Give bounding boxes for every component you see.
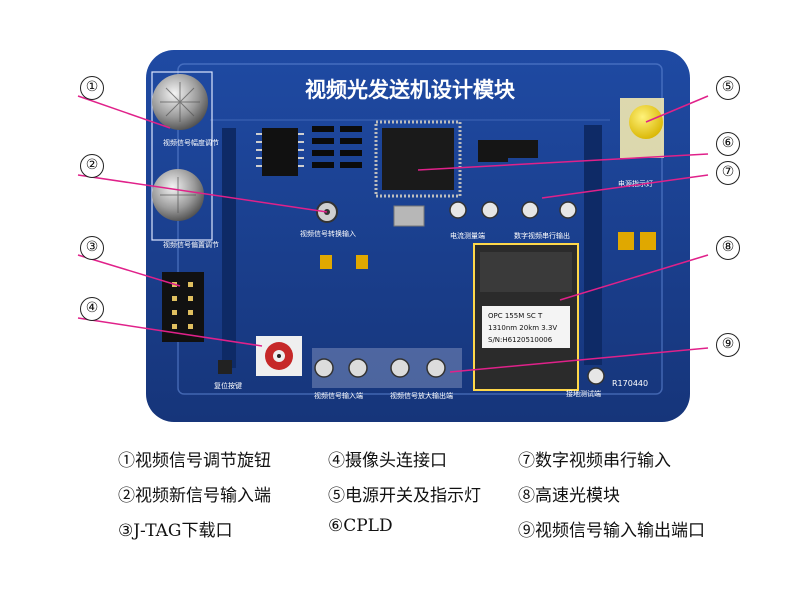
svg-text:1310nm 20km 3.3V: 1310nm 20km 3.3V	[488, 324, 557, 332]
svg-text:数字视频串行输出: 数字视频串行输出	[514, 231, 570, 240]
jtag-connector[interactable]	[162, 272, 204, 342]
callout-7: ⑦	[716, 161, 740, 185]
io-port-2[interactable]	[348, 358, 368, 378]
header-left	[222, 128, 236, 368]
legend-item: ④摄像头连接口	[328, 451, 447, 471]
callout-3: ③	[80, 236, 104, 260]
svg-text:电源指示灯: 电源指示灯	[618, 179, 653, 188]
svg-text:复位按键: 复位按键	[214, 381, 242, 390]
callout-4: ④	[80, 297, 104, 321]
io-port-1[interactable]	[314, 358, 334, 378]
reset-button[interactable]	[218, 360, 232, 374]
cpld-chip	[382, 128, 454, 190]
svg-text:S/N:H6120510006: S/N:H6120510006	[488, 336, 553, 344]
svg-text:视频信号输入端: 视频信号输入端	[314, 391, 363, 400]
callout-9: ⑨	[716, 333, 740, 357]
legend-item: ⑦数字视频串行输入	[518, 451, 671, 471]
header-right	[584, 125, 602, 365]
legend-item: ③J-TAG下载口	[118, 521, 233, 541]
svg-text:接地测试端: 接地测试端	[566, 389, 601, 398]
legend-item: ①视频信号调节旋钮	[118, 451, 271, 471]
legend-item: ⑤电源开关及指示灯	[328, 486, 481, 506]
callout-8: ⑧	[716, 236, 740, 260]
callout-2: ②	[80, 154, 104, 178]
io-port-4[interactable]	[426, 358, 446, 378]
ground-test-point[interactable]	[587, 367, 605, 385]
svg-text:电流测量端: 电流测量端	[450, 231, 485, 240]
legend-item: ⑧高速光模块	[518, 486, 620, 506]
ic-left	[262, 128, 298, 176]
board-photo: 视频光发送机设计模块 视频信号幅度调节 视频信号偏置调节 电	[77, 50, 709, 422]
callout-1: ①	[80, 76, 104, 100]
callout-5: ⑤	[716, 76, 740, 100]
svg-text:视频信号转换输入: 视频信号转换输入	[300, 229, 356, 238]
svg-text:视频信号偏置调节: 视频信号偏置调节	[163, 240, 219, 249]
legend-item: ⑨视频信号输入输出端口	[518, 521, 705, 541]
legend-item: ⑥CPLD	[328, 516, 393, 536]
board-serial: R170440	[612, 379, 648, 388]
svg-text:OPC 155M SC T: OPC 155M SC T	[488, 312, 543, 320]
callout-6: ⑥	[716, 132, 740, 156]
svg-text:视频信号幅度调节: 视频信号幅度调节	[163, 138, 219, 147]
io-port-3[interactable]	[390, 358, 410, 378]
svg-text:视频信号放大输出端: 视频信号放大输出端	[390, 391, 453, 400]
board-title: 视频光发送机设计模块	[305, 77, 516, 102]
legend-item: ②视频新信号输入端	[118, 486, 271, 506]
